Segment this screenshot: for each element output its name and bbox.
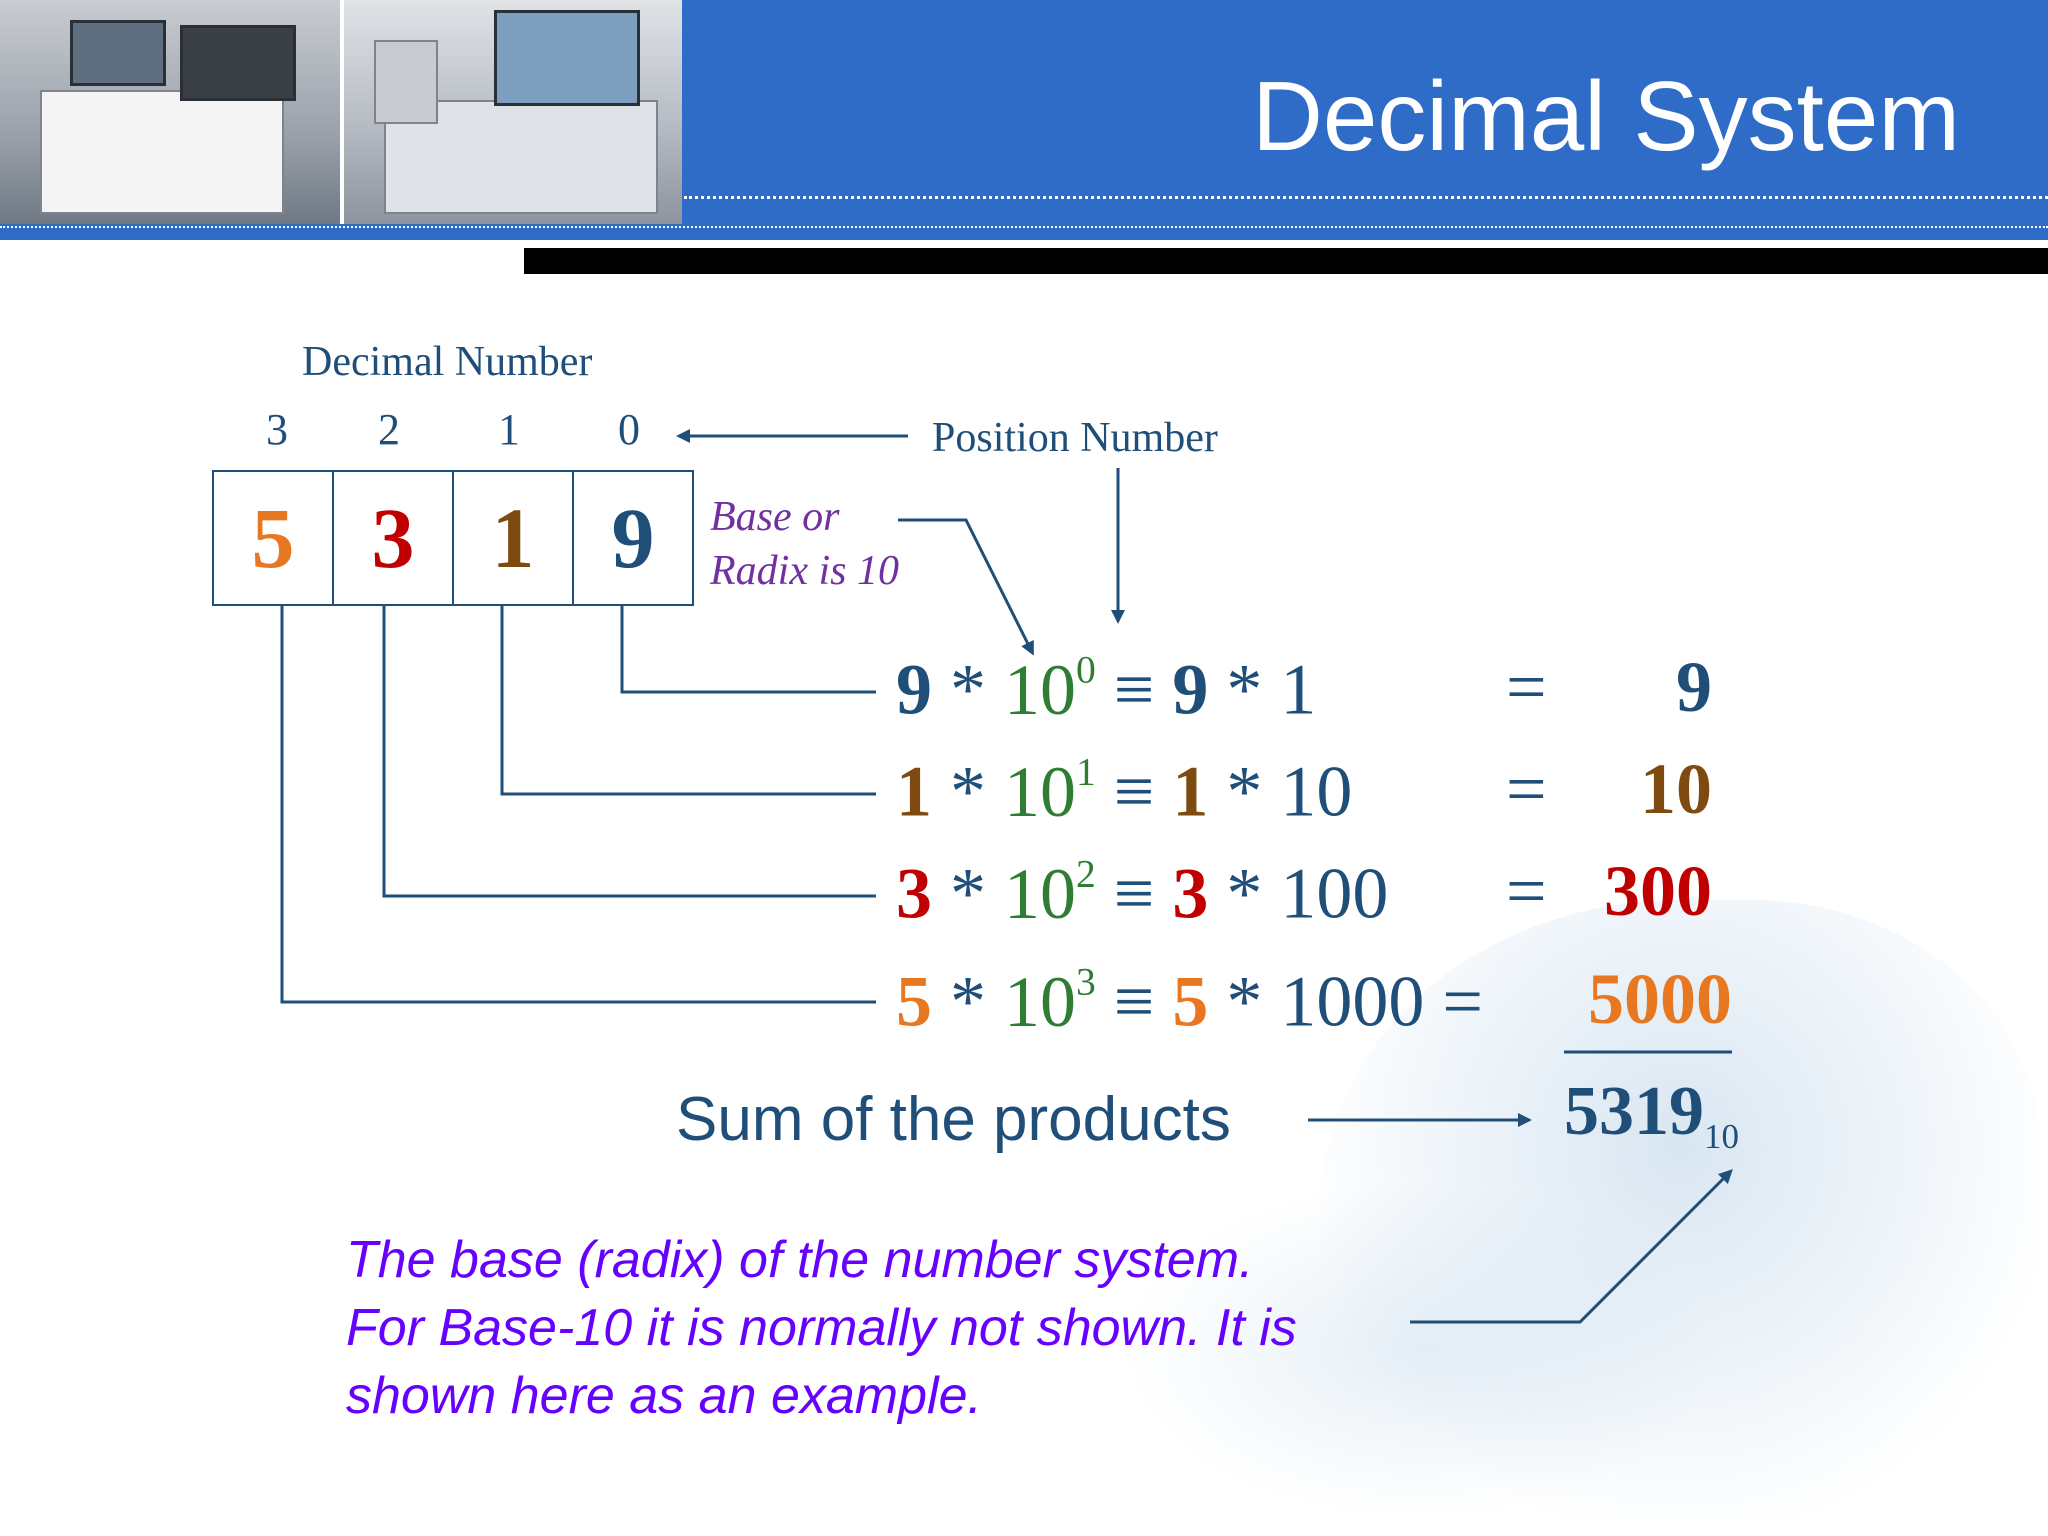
eq1-power: 101 [1004,749,1096,832]
eq2-operator2: * [1226,853,1263,934]
connector-hundreds [382,604,876,898]
equation-row-1: 1 * 101 ≡ 1 * 10 [896,748,1352,834]
plc-equipment-image-left [0,0,344,224]
header-dotted-line [684,196,2048,199]
eq0-base: 10 [1004,649,1076,730]
eq3-exp: 3 [1076,959,1096,1003]
eq3-equiv: ≡ [1113,961,1155,1042]
equation-row-0: 9 * 100 ≡ 9 * 1 [896,646,1316,732]
position-label-2: 2 [378,405,400,454]
radix-note-line2: For Base-10 it is normally not shown. It… [346,1299,1297,1357]
connector-ones [620,604,876,694]
digit-cell-tens: 1 [454,472,574,604]
eq3-result: 5000 [1588,959,1732,1039]
eq2-digit: 3 [896,853,932,934]
position-number-label: Position Number [932,415,1218,461]
eq3-equals: = [1442,961,1484,1042]
header-black-bar [524,248,2048,274]
eq0-equiv: ≡ [1113,649,1155,730]
eq2-base: 10 [1004,853,1076,934]
base-arrow [898,518,1034,656]
connector-tens [500,604,876,796]
eq0-digit-repeat: 9 [1172,649,1209,730]
eq2-digit-repeat: 3 [1172,853,1209,934]
equation-row-3: 5 * 103 ≡ 5 * 1000 = [896,958,1483,1044]
eq0-operator2: * [1226,649,1263,730]
header-dotted-line-lower [0,226,2048,228]
eq3-digit-repeat: 5 [1172,961,1209,1042]
eq1-operator: * [950,751,986,832]
background-watermark [1120,1180,1720,1520]
sum-total-base: 10 [1704,1117,1739,1156]
radix-note-line1: The base (radix) of the number system. [346,1231,1254,1289]
digit-cell-thousands: 5 [214,472,334,604]
slide-title: Decimal System [1252,61,1960,171]
position-label-3: 3 [266,405,288,454]
eq2-result: 300 [1604,851,1712,931]
plc-equipment-image-right [344,0,682,224]
decimal-number-label: Decimal Number [302,339,593,385]
eq1-result: 10 [1640,749,1712,829]
eq2-power: 102 [1004,851,1096,934]
eq3-digit: 5 [896,961,932,1042]
connector-thousands [280,604,876,1004]
radix-note-line3: shown here as an example. [346,1367,982,1425]
eq1-digit-repeat: 1 [1172,751,1209,832]
radix-explanation: The base (radix) of the number system. F… [346,1226,1297,1430]
eq3-operator2: * [1226,961,1263,1042]
eq0-power: 100 [1004,647,1096,730]
background-person-watermark [1320,900,2040,1520]
digit-cell-hundreds: 3 [334,472,454,604]
eq0-digit: 9 [896,649,932,730]
base-note-line1: Base or [710,494,840,540]
radix-arrow [1410,1169,1733,1324]
eq0-operator: * [950,649,986,730]
sum-total-value: 5319 [1564,1073,1704,1150]
eq1-equals: = [1506,749,1547,829]
eq1-digit: 1 [896,751,932,832]
sum-label: Sum of the products [676,1085,1231,1154]
eq0-multiplier: 1 [1280,649,1317,730]
eq0-exp: 0 [1076,647,1096,691]
eq1-exp: 1 [1076,749,1096,793]
eq2-multiplier: 100 [1280,853,1389,934]
base-radix-note: Base or Radix is 10 [710,490,899,598]
eq2-operator: * [950,853,986,934]
position-label-0: 0 [618,405,640,454]
eq2-equiv: ≡ [1113,853,1155,934]
eq1-multiplier: 10 [1280,751,1353,832]
eq1-operator2: * [1226,751,1263,832]
eq0-result: 9 [1676,647,1712,727]
eq2-equals: = [1506,851,1547,931]
eq2-exp: 2 [1076,851,1096,895]
eq1-base: 10 [1004,751,1076,832]
eq3-multiplier: 1000 [1280,961,1425,1042]
eq3-base: 10 [1004,961,1076,1042]
eq3-operator: * [950,961,986,1042]
eq1-equiv: ≡ [1113,751,1155,832]
eq0-equals: = [1506,647,1547,727]
position-label-1: 1 [498,405,520,454]
base-note-line2: Radix is 10 [710,548,899,594]
sum-total: 531910 [1564,1072,1739,1157]
equation-row-2: 3 * 102 ≡ 3 * 100 [896,850,1388,936]
decimal-digit-box: 5 3 1 9 [212,470,694,606]
eq3-power: 103 [1004,959,1096,1042]
digit-cell-ones: 9 [611,490,655,586]
